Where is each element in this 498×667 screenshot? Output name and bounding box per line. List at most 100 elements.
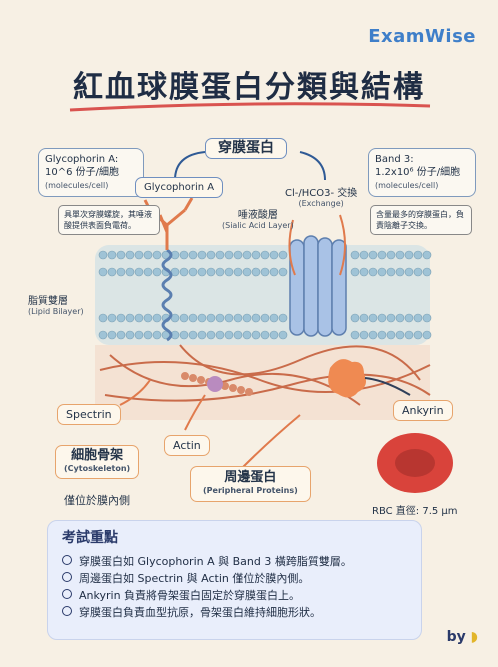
lipid-head	[152, 330, 162, 340]
lipid-head	[152, 313, 162, 323]
spectrin-network	[99, 344, 431, 406]
lipid-head	[233, 313, 243, 323]
title-underline	[69, 102, 431, 112]
lipid-head	[143, 250, 153, 260]
lipid-head	[143, 313, 153, 323]
lipid-head	[260, 267, 270, 277]
lipid-head	[269, 313, 279, 323]
lipid-head	[116, 250, 126, 260]
ankyrin-label: Ankyrin	[393, 400, 453, 421]
junction-complex	[207, 376, 223, 392]
cytoskeleton-note: 僅位於膜內側	[64, 494, 130, 507]
cytoskeleton-title: 細胞骨架	[71, 448, 124, 463]
lipid-head	[260, 330, 270, 340]
list-item: 穿膜蛋白如 Glycophorin A 與 Band 3 橫跨脂質雙層。	[62, 553, 407, 570]
lipid-head	[395, 250, 405, 260]
lipid-head	[224, 313, 234, 323]
lipid-head	[422, 250, 432, 260]
lipid-head	[206, 250, 216, 260]
lipid-head	[224, 250, 234, 260]
lipid-head	[107, 267, 117, 277]
ankyrin-blob	[328, 359, 366, 398]
lipid-head	[107, 313, 117, 323]
arrow-spectrin	[119, 379, 151, 406]
cytoskeleton-label: 細胞骨架 (Cytoskeleton)	[55, 445, 140, 479]
glycophorin-info-box: Glycophorin A: 10^6 份子/細胞 (molecules/cel…	[38, 148, 144, 197]
lipid-head	[125, 330, 135, 340]
lipid-head	[278, 330, 288, 340]
band3-count: 1.2x10⁶ 份子/細胞	[375, 167, 461, 178]
lipid-head	[134, 330, 144, 340]
lipid-head	[233, 267, 243, 277]
lipid-head	[125, 313, 135, 323]
lipid-head	[404, 267, 414, 277]
page-title: 紅血球膜蛋白分類與結構	[73, 70, 425, 105]
lipid-head	[188, 313, 198, 323]
glycophorin-count: 10^6 份子/細胞	[45, 167, 120, 178]
band3-heading: Band 3:	[375, 154, 414, 165]
arrow-ankyrin	[364, 377, 411, 396]
lipid-head	[251, 250, 261, 260]
key-points-panel: 考試重點 穿膜蛋白如 Glycophorin A 與 Band 3 橫跨脂質雙層…	[47, 520, 422, 640]
lipid-head	[269, 330, 279, 340]
list-item: 穿膜蛋白負責血型抗原，骨架蛋白維持細胞形狀。	[62, 604, 407, 621]
band3-protein	[289, 235, 347, 337]
lipid-head	[179, 330, 189, 340]
lipid-head	[368, 267, 378, 277]
lipid-head	[188, 330, 198, 340]
arrow-to-glycophorin	[174, 151, 206, 181]
lipid-head	[422, 330, 432, 340]
lipid-head	[251, 313, 261, 323]
lipid-head	[134, 267, 144, 277]
lipid-head	[386, 313, 396, 323]
lipid-head	[224, 267, 234, 277]
glycophorin-helix	[161, 248, 173, 342]
lipid-head	[350, 267, 360, 277]
lipid-head	[404, 313, 414, 323]
lipid-head	[350, 250, 360, 260]
spectrin-label: Spectrin	[57, 404, 121, 425]
sialic-sub: (Sialic Acid Layer)	[222, 221, 294, 230]
membrane-band	[95, 245, 430, 345]
lipid-head	[134, 250, 144, 260]
exchange-arrow-in	[288, 219, 296, 276]
lipid-head	[197, 267, 207, 277]
actin-label: Actin	[164, 435, 210, 456]
lipid-head	[143, 330, 153, 340]
lipid-head	[134, 313, 144, 323]
glycophorin-unit: (molecules/cell)	[45, 181, 109, 190]
lipid-head	[359, 313, 369, 323]
lipid-head	[395, 313, 405, 323]
bullet-icon	[62, 606, 72, 616]
band3-info-box: Band 3: 1.2x10⁶ 份子/細胞 (molecules/cell)	[368, 148, 476, 197]
glycophorin-heading: Glycophorin A:	[45, 154, 119, 165]
lipid-head	[107, 250, 117, 260]
cytoskeleton-sub: (Cytoskeleton)	[64, 464, 131, 473]
credit: by ◗	[447, 629, 478, 645]
lipid-head	[368, 330, 378, 340]
band3-note: 含量最多的穿膜蛋白，負責陰離子交換。	[370, 205, 472, 235]
lipid-head	[98, 330, 108, 340]
lipid-head	[422, 267, 432, 277]
lipid-head	[152, 267, 162, 277]
key-points-list: 穿膜蛋白如 Glycophorin A 與 Band 3 橫跨脂質雙層。 周邊蛋…	[62, 553, 407, 621]
lipid-head	[233, 330, 243, 340]
lipid-head	[206, 267, 216, 277]
peripheral-sub: (Peripheral Proteins)	[203, 486, 298, 495]
bullet-icon	[62, 589, 72, 599]
lipid-head	[215, 250, 225, 260]
lipid-head	[413, 330, 423, 340]
lipid-head	[152, 250, 162, 260]
lipid-head	[404, 250, 414, 260]
peripheral-title: 周邊蛋白	[224, 470, 277, 485]
lipid-head	[143, 267, 153, 277]
rbc-center	[395, 449, 435, 477]
lipid-head	[116, 330, 126, 340]
arrow-actin	[184, 394, 206, 431]
lipid-head	[269, 250, 279, 260]
key-point-text: Ankyrin 負責將骨架蛋白固定於穿膜蛋白上。	[79, 589, 301, 602]
arrow-to-band3	[299, 151, 326, 181]
credit-text: by	[446, 629, 466, 645]
lipid-head	[179, 250, 189, 260]
